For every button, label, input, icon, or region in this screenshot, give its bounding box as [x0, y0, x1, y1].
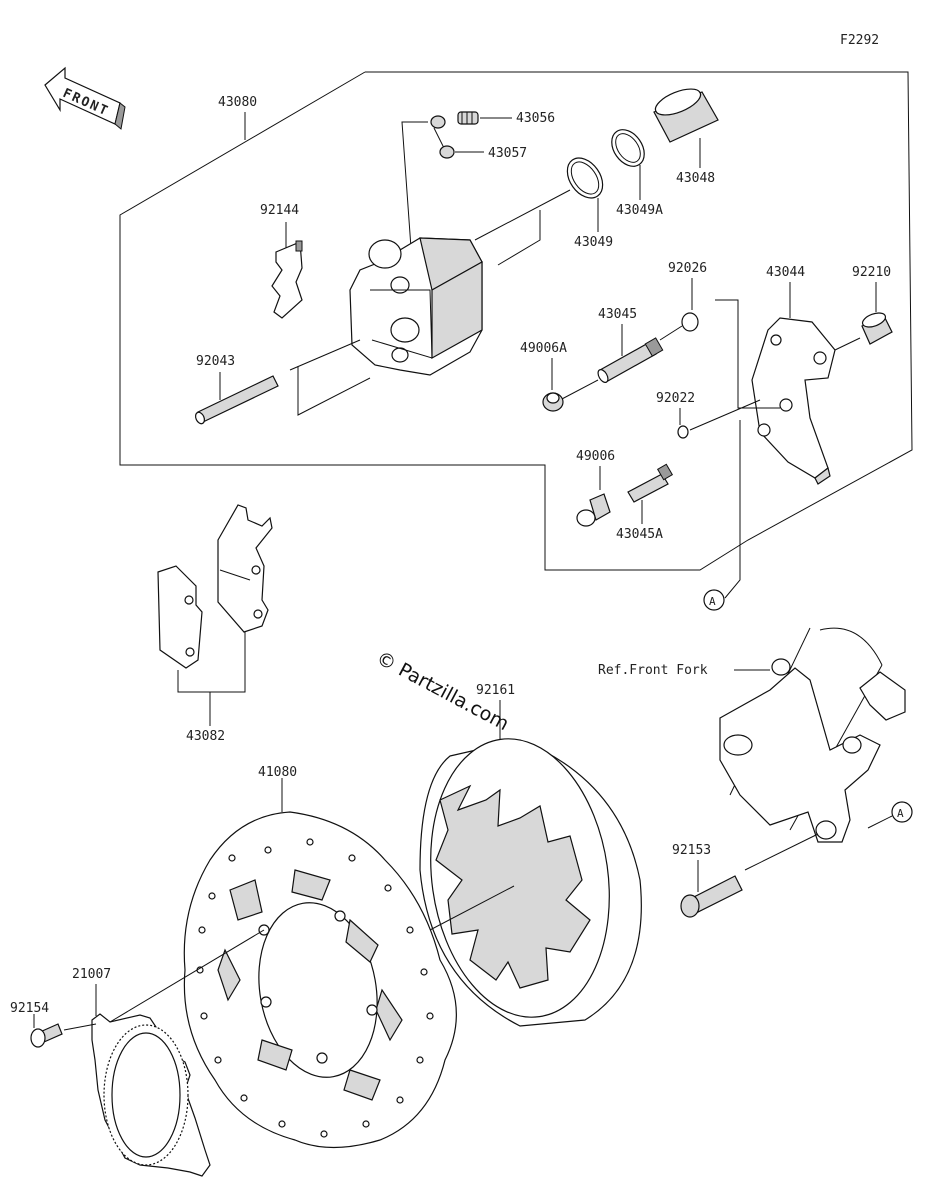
label-92153: 92153 — [672, 843, 711, 858]
label-92154: 92154 — [10, 1001, 49, 1016]
label-92210: 92210 — [852, 265, 891, 280]
piston-seal-43049 — [566, 157, 604, 199]
label-92043: 92043 — [196, 354, 235, 369]
bolt-49006 — [576, 493, 611, 527]
figure-code: F2292 — [840, 33, 879, 48]
brake-disc-41080 — [183, 811, 457, 1149]
brake-pads-43082 — [157, 504, 273, 669]
label-41080: 41080 — [258, 765, 297, 780]
marker-a-top-label: A — [709, 595, 716, 608]
label-21007: 21007 — [72, 967, 111, 982]
pad-pin-92043 — [194, 375, 279, 425]
label-49006: 49006 — [576, 449, 615, 464]
label-43049: 43049 — [574, 235, 613, 250]
sensor-rotor-21007 — [91, 1013, 211, 1177]
collar-92210 — [861, 312, 893, 345]
label-49006A: 49006A — [520, 341, 567, 356]
marker-a-bottom-label: A — [897, 807, 904, 820]
bleeder-screw-43056 — [457, 111, 479, 125]
marker-a-top — [703, 589, 725, 611]
label-92161: 92161 — [476, 683, 515, 698]
bolt-92153 — [680, 875, 743, 918]
pad-spring-92144 — [271, 240, 303, 319]
dust-seal-43049A — [611, 129, 645, 167]
caliper-bolt-43045 — [597, 337, 664, 383]
label-43045A: 43045A — [616, 527, 663, 542]
front-fork-reference — [719, 627, 906, 843]
label-43057: 43057 — [488, 146, 527, 161]
caliper-assembly-outline — [119, 71, 913, 571]
piston-43048 — [653, 88, 719, 143]
label-43080: 43080 — [218, 95, 257, 110]
o-ring-92026 — [681, 312, 699, 332]
marker-a-bottom — [891, 801, 913, 823]
label-92144: 92144 — [260, 203, 299, 218]
caliper-body — [349, 237, 483, 376]
label-43082: 43082 — [186, 729, 225, 744]
caliper-bolt-43045A — [627, 463, 674, 503]
label-43045: 43045 — [598, 307, 637, 322]
label-92026: 92026 — [668, 261, 707, 276]
bleeder-cap-43057 — [430, 115, 455, 159]
label-43049A: 43049A — [616, 203, 663, 218]
label-43044: 43044 — [766, 265, 805, 280]
label-43048: 43048 — [676, 171, 715, 186]
label-ref-front-fork: Ref.Front Fork — [598, 663, 708, 678]
bolt-92154 — [30, 1023, 63, 1048]
label-43056: 43056 — [516, 111, 555, 126]
caliper-bracket-43044 — [751, 317, 836, 485]
front-arrow-icon: FRONT — [44, 66, 126, 130]
label-92022: 92022 — [656, 391, 695, 406]
o-ring-92022 — [677, 425, 689, 439]
bolt-49006A — [542, 392, 564, 412]
